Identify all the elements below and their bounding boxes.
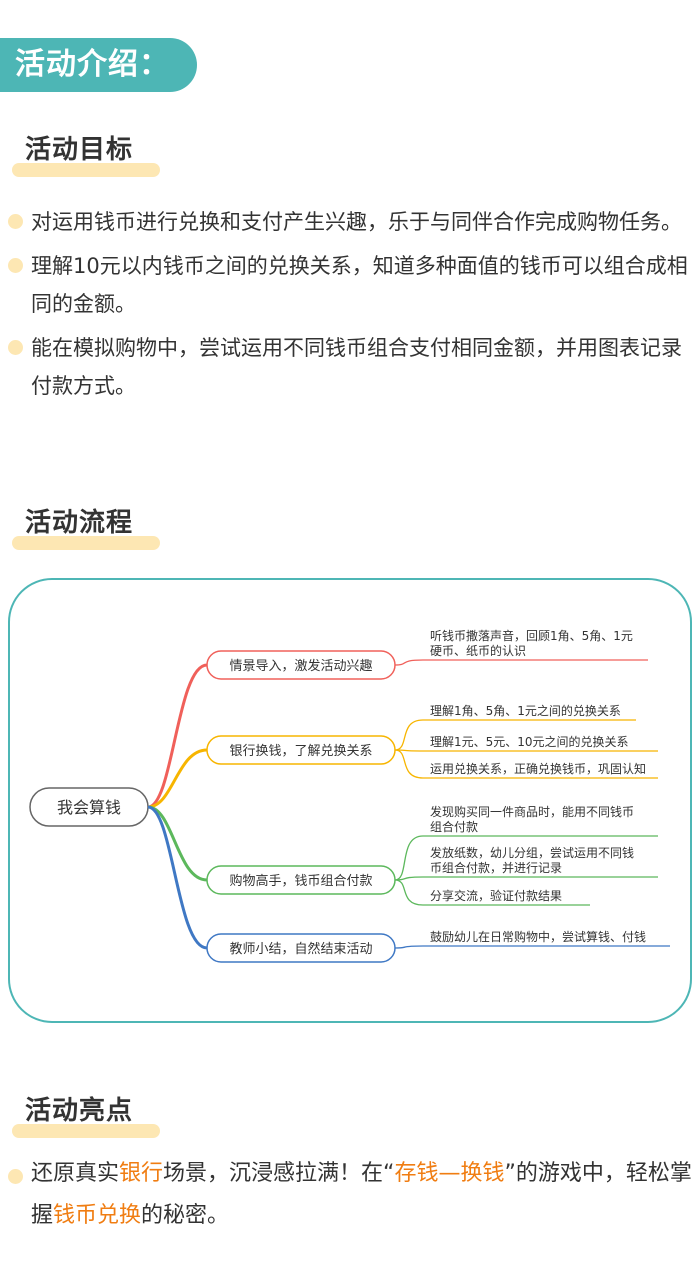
bullet-dot-icon	[8, 340, 23, 355]
leaf-label: 发现购买同一件商品时，能用不同钱币	[430, 804, 634, 819]
goal-item: 理解10元以内钱币之间的兑换关系，知道多种面值的钱币可以组合成相同的金额。	[0, 247, 700, 323]
leaf-connector	[394, 835, 424, 881]
branch-connector	[147, 748, 208, 809]
branch-label: 购物高手，钱币组合付款	[229, 873, 372, 889]
branch-connector	[147, 805, 208, 950]
goal-item: 能在模拟购物中，尝试运用不同钱币组合支付相同金额，并用图表记录付款方式。	[0, 329, 700, 405]
section-banner: 活动介绍：	[0, 38, 197, 92]
leaf-label: 币组合付款，并进行记录	[430, 860, 562, 875]
leaf-label: 组合付款	[430, 819, 478, 834]
branch-connector	[147, 805, 208, 882]
highlights-heading: 活动亮点	[12, 1094, 160, 1138]
highlight-keyword: 存钱—换钱	[394, 1161, 505, 1186]
bullet-dot-icon	[8, 214, 23, 229]
highlight-text: 还原真实	[31, 1161, 120, 1186]
leaf-label: 硬币、纸币的认识	[430, 643, 526, 658]
leaf-connector	[394, 659, 424, 666]
highlights-heading-text: 活动亮点	[25, 1096, 134, 1126]
goals-heading: 活动目标	[12, 133, 160, 177]
heading-highlight	[12, 536, 160, 550]
leaf-label: 理解1元、5元、10元之间的兑换关系	[430, 734, 629, 749]
leaf-connector	[394, 749, 424, 779]
leaf-connector	[394, 945, 424, 949]
mindmap-frame	[8, 578, 692, 1023]
leaf-label: 鼓励幼儿在日常购物中，尝试算钱、付钱	[430, 929, 646, 944]
flow-heading: 活动流程	[12, 506, 160, 550]
bullet-dot-icon	[8, 258, 23, 273]
goals-list: 对运用钱币进行兑换和支付产生兴趣，乐于与同伴合作完成购物任务。 理解10元以内钱…	[0, 203, 700, 411]
branch-connector	[147, 663, 208, 809]
highlight-keyword: 钱币兑换	[53, 1203, 142, 1228]
leaf-label: 听钱币撒落声音，回顾1角、5角、1元	[430, 628, 633, 643]
bullet-dot-icon	[8, 1169, 23, 1184]
heading-highlight	[12, 163, 160, 177]
leaf-label: 分享交流，验证付款结果	[430, 888, 562, 903]
branch-label: 教师小结，自然结束活动	[229, 941, 372, 957]
goal-item: 对运用钱币进行兑换和支付产生兴趣，乐于与同伴合作完成购物任务。	[0, 203, 700, 241]
leaf-label: 运用兑换关系，正确兑换钱币，巩固认知	[430, 761, 646, 776]
leaf-label: 理解1角、5角、1元之间的兑换关系	[430, 703, 621, 718]
highlight-text: ”的游戏中，轻松掌握	[31, 1161, 692, 1228]
flow-heading-text: 活动流程	[25, 508, 134, 538]
highlight-text: 的秘密。	[141, 1203, 230, 1228]
branch-label: 情景导入，激发活动兴趣	[229, 658, 372, 674]
goals-heading-text: 活动目标	[25, 135, 134, 165]
highlight-item: 还原真实银行场景，沉浸感拉满！在“存钱—换钱”的游戏中，轻松掌握钱币兑换的秘密。	[0, 1153, 700, 1237]
branch-label: 银行换钱，了解兑换关系	[229, 744, 372, 759]
highlight-keyword: 银行	[119, 1161, 164, 1186]
leaf-connector	[394, 719, 424, 751]
leaf-connector	[394, 879, 424, 906]
heading-highlight	[12, 1124, 160, 1138]
highlight-text: 场景，沉浸感拉满！在“	[163, 1161, 395, 1186]
highlights-list: 还原真实银行场景，沉浸感拉满！在“存钱—换钱”的游戏中，轻松掌握钱币兑换的秘密。	[0, 1153, 700, 1243]
root-label: 我会算钱	[57, 798, 121, 817]
leaf-label: 发放纸数，幼儿分组，尝试运用不同钱	[430, 845, 634, 860]
